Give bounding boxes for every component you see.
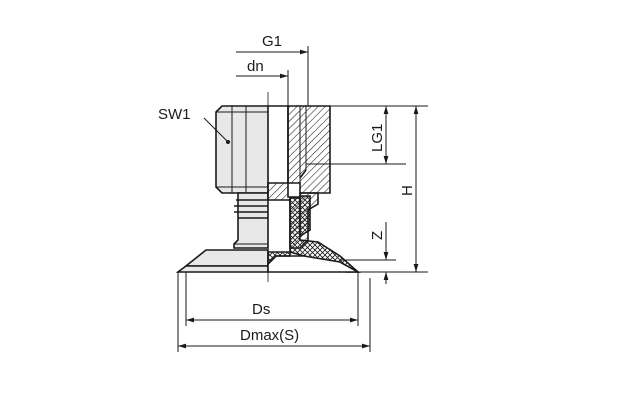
exterior-view <box>175 105 269 273</box>
cup-lip <box>175 265 269 273</box>
dimension-h: H <box>358 105 428 273</box>
label-dn: dn <box>247 58 264 75</box>
cup-lip-section <box>267 255 362 273</box>
dimension-g1: G1 <box>236 33 309 106</box>
label-sw1: SW1 <box>158 106 191 123</box>
label-lg1: LG1 <box>369 124 386 152</box>
nut-section <box>268 105 331 194</box>
hex-nut <box>215 105 269 194</box>
cup-exterior <box>183 249 269 267</box>
label-dmax: Dmax(S) <box>240 327 299 344</box>
label-h: H <box>399 185 416 196</box>
leader-sw1: SW1 <box>158 106 230 144</box>
label-z: Z <box>369 231 386 240</box>
dimension-dn: dn <box>236 58 289 106</box>
dimension-z: Z <box>340 222 396 284</box>
stem <box>233 192 269 249</box>
dimension-lg1: LG1 <box>306 105 406 165</box>
label-g1: G1 <box>262 33 282 50</box>
section-view <box>267 105 362 273</box>
label-ds: Ds <box>252 301 270 318</box>
dimension-ds: Ds <box>185 272 359 326</box>
dimension-dmax: Dmax(S) <box>177 272 371 352</box>
